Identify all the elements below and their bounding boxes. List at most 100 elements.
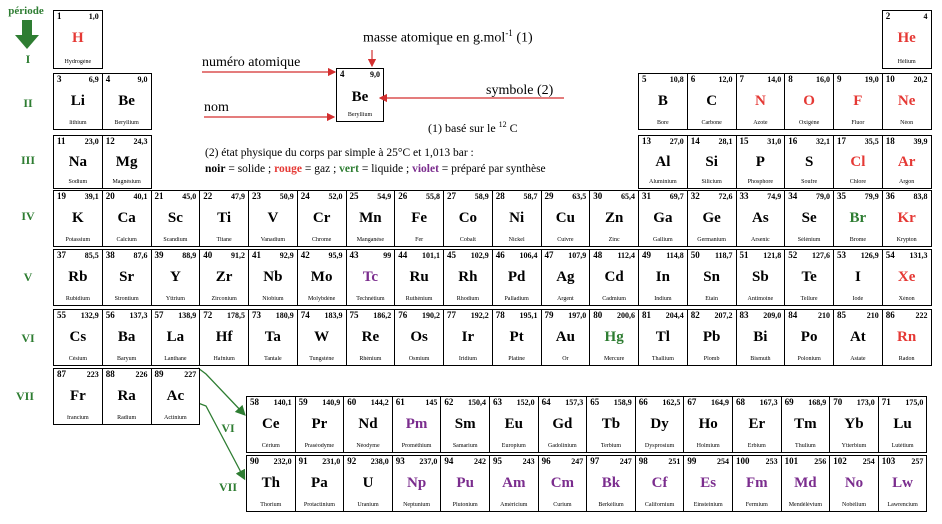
series-label-actinides: VII: [218, 480, 237, 494]
atomic-number: 49: [642, 250, 651, 260]
element-name: Plutonium: [452, 502, 478, 508]
element-name: Praséodyme: [304, 443, 335, 449]
symbol: Ga: [653, 210, 673, 226]
atomic-number: 33: [739, 191, 749, 201]
legend-symbole: symbole (2): [486, 83, 554, 98]
symbol: Nd: [358, 416, 378, 432]
atomic-number: 4: [105, 74, 111, 84]
symbol: Cm: [550, 475, 575, 491]
atomic-number: 79: [544, 310, 554, 320]
symbol: N: [754, 93, 766, 109]
atomic-number: 69: [784, 397, 794, 407]
atomic-number: 46: [495, 250, 505, 260]
atomic-mass: 24,3: [133, 137, 148, 146]
legend-color-part: = gaz ;: [302, 163, 340, 175]
legend-color-part: = préparé par synthèse: [438, 163, 546, 175]
atomic-number: 48: [593, 250, 603, 260]
element-name: Phosphore: [747, 179, 774, 185]
symbol: Ca: [117, 210, 136, 226]
element-name: Argon: [899, 179, 915, 185]
atomic-mass: 190,2: [422, 311, 440, 320]
atomic-number: 5: [642, 74, 647, 84]
atomic-mass: 138,9: [178, 311, 197, 320]
element-name: Thallium: [651, 356, 674, 362]
symbol: Am: [502, 475, 526, 491]
element-name: Argent: [557, 296, 574, 302]
symbol: Nb: [263, 269, 283, 285]
atomic-mass: 95,9: [328, 251, 343, 260]
element-name: Chlore: [849, 179, 867, 185]
legend-base: (1) basé sur le 12 C: [428, 120, 518, 135]
element-name: Radon: [898, 356, 915, 362]
atomic-mass: 101,1: [422, 251, 440, 260]
atomic-mass: 145: [425, 398, 438, 407]
symbol: Fe: [411, 210, 428, 226]
symbol: Tb: [601, 416, 621, 432]
atomic-mass: 63,5: [572, 192, 587, 201]
element-name: Cérium: [261, 443, 280, 449]
element-name: Sodium: [68, 179, 88, 185]
element-name: Europium: [501, 443, 526, 449]
atomic-number: 16: [788, 136, 798, 146]
element-name: Iridium: [458, 356, 477, 362]
atomic-mass: 107,9: [568, 251, 587, 260]
period-label-4: IV: [21, 209, 35, 223]
atomic-number: 17: [837, 136, 846, 146]
atomic-number: 2: [885, 11, 891, 21]
element-name: Yttrium: [165, 296, 185, 302]
atomic-number: 3: [57, 74, 62, 84]
atomic-number: 101: [784, 456, 799, 466]
element-name: Baryum: [116, 356, 137, 362]
symbol: Pm: [405, 416, 428, 432]
element-name: Terbium: [600, 443, 622, 449]
symbol: Eu: [504, 416, 523, 432]
symbol: Ta: [264, 329, 281, 345]
atomic-number: 12: [105, 136, 115, 146]
element-name: Bore: [657, 120, 669, 126]
atomic-number: 56: [105, 310, 115, 320]
symbol: Np: [407, 475, 427, 491]
element-name: Ruthénium: [405, 296, 433, 302]
sample-atomic-mass: 9,0: [370, 70, 380, 79]
element-name: Molybdène: [307, 296, 336, 302]
element-name: Niobium: [262, 296, 284, 302]
symbol: W: [314, 329, 330, 345]
legend-color-part: = solide ;: [225, 163, 275, 175]
element-name: Lutétium: [891, 443, 914, 449]
atomic-mass: 91,2: [231, 251, 245, 260]
atomic-mass: 140,9: [322, 398, 341, 407]
symbol: Sr: [119, 269, 135, 285]
element-name: Aluminium: [649, 179, 677, 185]
atomic-mass: 247: [571, 457, 584, 466]
atomic-mass: 223: [86, 370, 99, 379]
sample-name: Beryllium: [347, 112, 373, 118]
element-name: Berkélium: [598, 502, 624, 508]
symbol: As: [752, 210, 769, 226]
symbol: Te: [801, 269, 817, 285]
atomic-number: 6: [690, 74, 696, 84]
element-name: Holmium: [696, 443, 720, 449]
atomic-mass: 87,6: [133, 251, 148, 260]
symbol: Po: [800, 329, 818, 345]
symbol: S: [804, 154, 814, 170]
element-name: Antimoine: [747, 296, 774, 302]
symbol: Tm: [794, 416, 817, 432]
symbol: Cs: [69, 329, 87, 345]
atomic-number: 26: [398, 191, 408, 201]
symbol: Ti: [217, 210, 232, 226]
element-name: Lawrencium: [887, 502, 918, 508]
atomic-number: 23: [252, 191, 261, 201]
